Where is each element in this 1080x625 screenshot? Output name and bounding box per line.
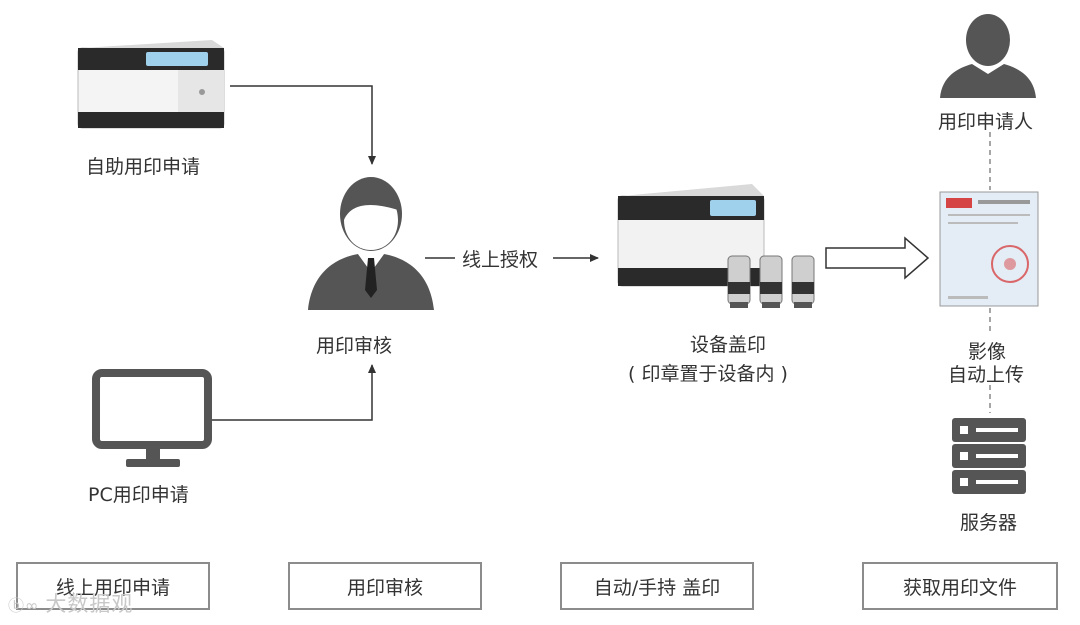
image-upload-label-2: 自动上传 bbox=[948, 364, 1025, 386]
step-box-apply: 线上用印申请 bbox=[16, 562, 210, 610]
hollow-arrow-icon bbox=[825, 236, 930, 280]
stamp-machine-icon bbox=[77, 40, 225, 129]
device-stamp-label: 设备盖印 bbox=[690, 334, 767, 356]
arrow-pc-to-review bbox=[212, 364, 376, 421]
step-box-stamp: 自动/手持 盖印 bbox=[560, 562, 754, 610]
seal-icon bbox=[727, 255, 751, 308]
watermark-logo-icon: ⓑ∞ bbox=[8, 596, 46, 615]
image-upload-label-1: 影像 bbox=[968, 341, 1007, 363]
pc-apply-label: PC用印申请 bbox=[88, 484, 189, 506]
seal-icon bbox=[791, 255, 815, 308]
online-auth-label: 线上授权 bbox=[462, 249, 539, 271]
self-service-label: 自助用印申请 bbox=[86, 156, 201, 178]
reviewer-person-icon bbox=[308, 177, 434, 310]
step-box-obtain: 获取用印文件 bbox=[862, 562, 1058, 610]
applicant-person-icon bbox=[940, 14, 1036, 98]
device-stamp-note: ( 印章置于设备内 ) bbox=[628, 363, 788, 385]
stamp-device-icon bbox=[617, 184, 815, 308]
monitor-icon bbox=[92, 369, 212, 467]
step-box-review: 用印审核 bbox=[288, 562, 482, 610]
stamped-document-icon bbox=[939, 191, 1039, 307]
arrow-self-service-to-review bbox=[230, 85, 376, 165]
seal-icon bbox=[759, 255, 783, 308]
server-icon bbox=[952, 418, 1026, 494]
watermark-text: 大数据观 bbox=[45, 592, 134, 616]
watermark: ⓑ∞ 大数据观 bbox=[8, 588, 133, 618]
review-label: 用印审核 bbox=[316, 335, 393, 357]
server-label: 服务器 bbox=[960, 512, 1018, 534]
applicant-label: 用印申请人 bbox=[938, 111, 1034, 133]
